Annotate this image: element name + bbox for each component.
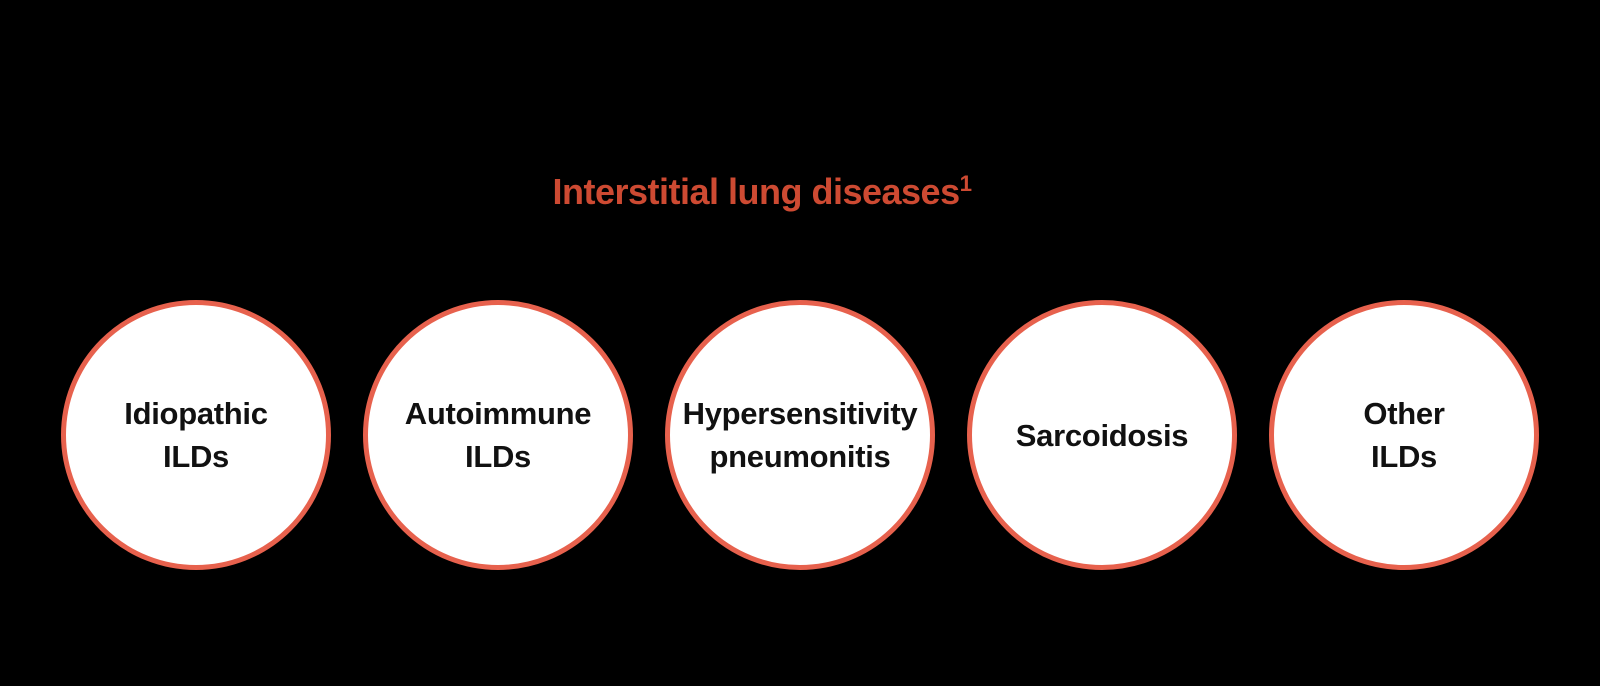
- circle-idiopathic-ilds-label: Idiopathic ILDs: [124, 396, 268, 474]
- page-title-text: Interstitial lung diseases: [552, 171, 960, 212]
- circle-autoimmune-ilds-label: Autoimmune ILDs: [404, 396, 592, 474]
- page-title: Interstitial lung diseases1: [0, 172, 1600, 212]
- circle-other-ilds: Other ILDs: [1269, 300, 1539, 570]
- page-title-superscript: 1: [959, 171, 972, 196]
- ild-categories-row: Idiopathic ILDs Autoimmune ILDs Hypersen…: [0, 300, 1600, 570]
- circle-hypersensitivity-pneumonitis: Hypersensitivity pneumonitis: [665, 300, 935, 570]
- circle-other-ilds-label: Other ILDs: [1363, 396, 1445, 474]
- circle-hypersensitivity-pneumonitis-label: Hypersensitivity pneumonitis: [682, 396, 918, 474]
- circle-autoimmune-ilds: Autoimmune ILDs: [363, 300, 633, 570]
- circle-sarcoidosis: Sarcoidosis: [967, 300, 1237, 570]
- circle-idiopathic-ilds: Idiopathic ILDs: [61, 300, 331, 570]
- circle-sarcoidosis-label: Sarcoidosis: [1015, 417, 1189, 453]
